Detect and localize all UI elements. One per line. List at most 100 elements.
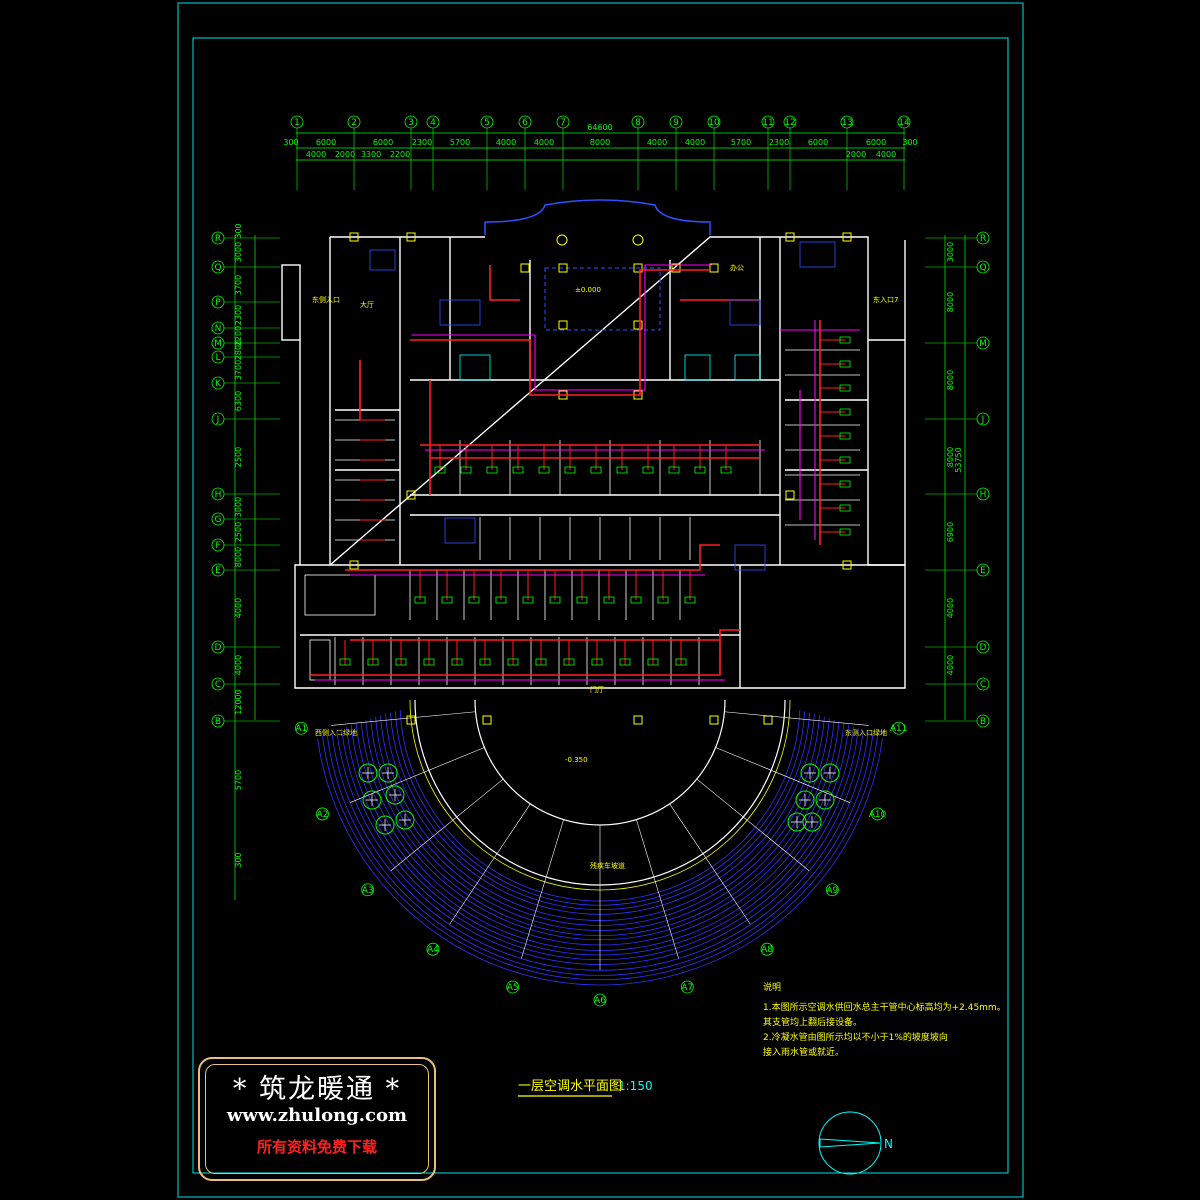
room-label-office: 办公	[730, 263, 744, 272]
axis-bubble	[294, 721, 308, 735]
notes-line-3: 2.冷凝水管由图所示均以不小于1%的坡度坡向	[763, 1031, 948, 1043]
top-axis-6: 6	[518, 115, 532, 129]
column	[785, 232, 795, 242]
tree-crown	[385, 785, 405, 805]
axis-label: H	[215, 490, 222, 500]
axis-label: 7	[560, 118, 566, 128]
tree-detail	[791, 816, 803, 828]
column	[349, 560, 359, 570]
axis-bubble	[871, 807, 884, 821]
fan-coil-unit	[619, 658, 631, 666]
axis-label: 13	[841, 118, 852, 128]
fan-coil-unit	[630, 596, 642, 604]
column	[482, 715, 492, 725]
axis-label: 11	[762, 118, 773, 128]
tree-crown	[395, 810, 415, 830]
fan-coil-unit	[563, 658, 575, 666]
axis-label: Q	[214, 263, 221, 273]
right-axis-Q: Q	[976, 260, 990, 274]
fan-coil-unit	[423, 658, 435, 666]
left-axis-B: B	[211, 714, 225, 728]
tree-icon	[375, 815, 395, 835]
room-partition	[309, 639, 331, 681]
tree-detail	[382, 767, 394, 779]
right-axis-D: D	[976, 640, 990, 654]
north-arrow-circle	[818, 1111, 882, 1175]
arc-axis-A5: A5	[506, 980, 520, 994]
right-dim-text: 3000	[946, 242, 955, 262]
top-dim-row1: 2300	[412, 138, 432, 147]
axis-label: G	[215, 515, 222, 525]
right-axis-M: M	[976, 336, 990, 350]
axis-label: R	[980, 234, 986, 244]
axis-bubble	[760, 942, 774, 956]
column	[349, 232, 359, 242]
tree-icon	[358, 763, 378, 783]
top-dim-row2: 2000	[335, 150, 355, 159]
right-total-dimension: 53750	[954, 447, 963, 472]
axis-label: 10	[708, 118, 720, 128]
top-axis-10: 10	[707, 115, 721, 129]
axis-label: A2	[317, 810, 329, 820]
axis-label: Q	[979, 263, 986, 273]
tree-crown	[795, 790, 815, 810]
landscape-trees	[358, 763, 840, 835]
axis-label: A8	[761, 945, 773, 955]
axis-bubble	[426, 942, 440, 956]
tree-detail	[806, 816, 818, 828]
top-dim-row1: 300	[902, 138, 917, 147]
left-dim-text: 300	[234, 223, 243, 238]
tree-detail	[389, 789, 401, 801]
fan-coil-unit	[486, 466, 498, 474]
axis-label: 6	[522, 118, 528, 128]
axis-label: A4	[427, 945, 439, 955]
arc-step	[331, 732, 869, 971]
fan-coil-unit	[839, 528, 851, 536]
top-axis-11: 11	[761, 115, 775, 129]
tree-crown	[802, 812, 822, 832]
fan-coil-unit	[451, 658, 463, 666]
left-dim-text: 5700	[234, 770, 243, 790]
axis-label: P	[215, 298, 221, 308]
top-dim-row1: 300	[283, 138, 298, 147]
tree-detail	[799, 794, 811, 806]
top-dim-row1: 4000	[647, 138, 667, 147]
column	[633, 263, 643, 273]
return-pipes	[315, 264, 860, 681]
column	[763, 715, 773, 725]
top-axis-5: 5	[480, 115, 494, 129]
fan-coil-unit	[564, 466, 576, 474]
tree-crown	[375, 815, 395, 835]
column	[406, 232, 416, 242]
notes-line-4: 接入雨水管或就近。	[763, 1046, 844, 1058]
tree-detail	[379, 819, 391, 831]
fan-coil-unit	[720, 466, 732, 474]
axis-bubble	[593, 993, 607, 1007]
right-dim-text: 8000	[946, 370, 955, 390]
top-axis-12: 12	[783, 115, 797, 129]
axis-label: 8	[635, 118, 641, 128]
column	[520, 263, 530, 273]
top-dim-row1: 4000	[534, 138, 554, 147]
fan-coil-unit	[839, 384, 851, 392]
left-dim-text: 12000	[234, 689, 243, 714]
fan-coil-unit	[434, 466, 446, 474]
left-dim-text: 2200	[234, 326, 243, 346]
elevation-outdoor: -0.350	[565, 756, 588, 764]
column	[709, 715, 719, 725]
fan-coil-unit	[414, 596, 426, 604]
right-axis-E: E	[976, 563, 990, 577]
left-axis-M: M	[211, 336, 225, 350]
arc-radial	[715, 747, 850, 803]
notes-line-1: 1.本图所示空调水供回水总主干管中心标高均为+2.45mm。	[763, 1001, 1006, 1013]
watermark-url[interactable]: www.zhulong.com	[226, 1105, 408, 1126]
fan-coil-unit	[339, 658, 351, 666]
top-dim-row2: 3300	[361, 150, 381, 159]
top-axis-2: 2	[347, 115, 361, 129]
tree-crown	[820, 763, 840, 783]
left-dim-text: 8000	[234, 547, 243, 567]
top-axis-7: 7	[556, 115, 570, 129]
